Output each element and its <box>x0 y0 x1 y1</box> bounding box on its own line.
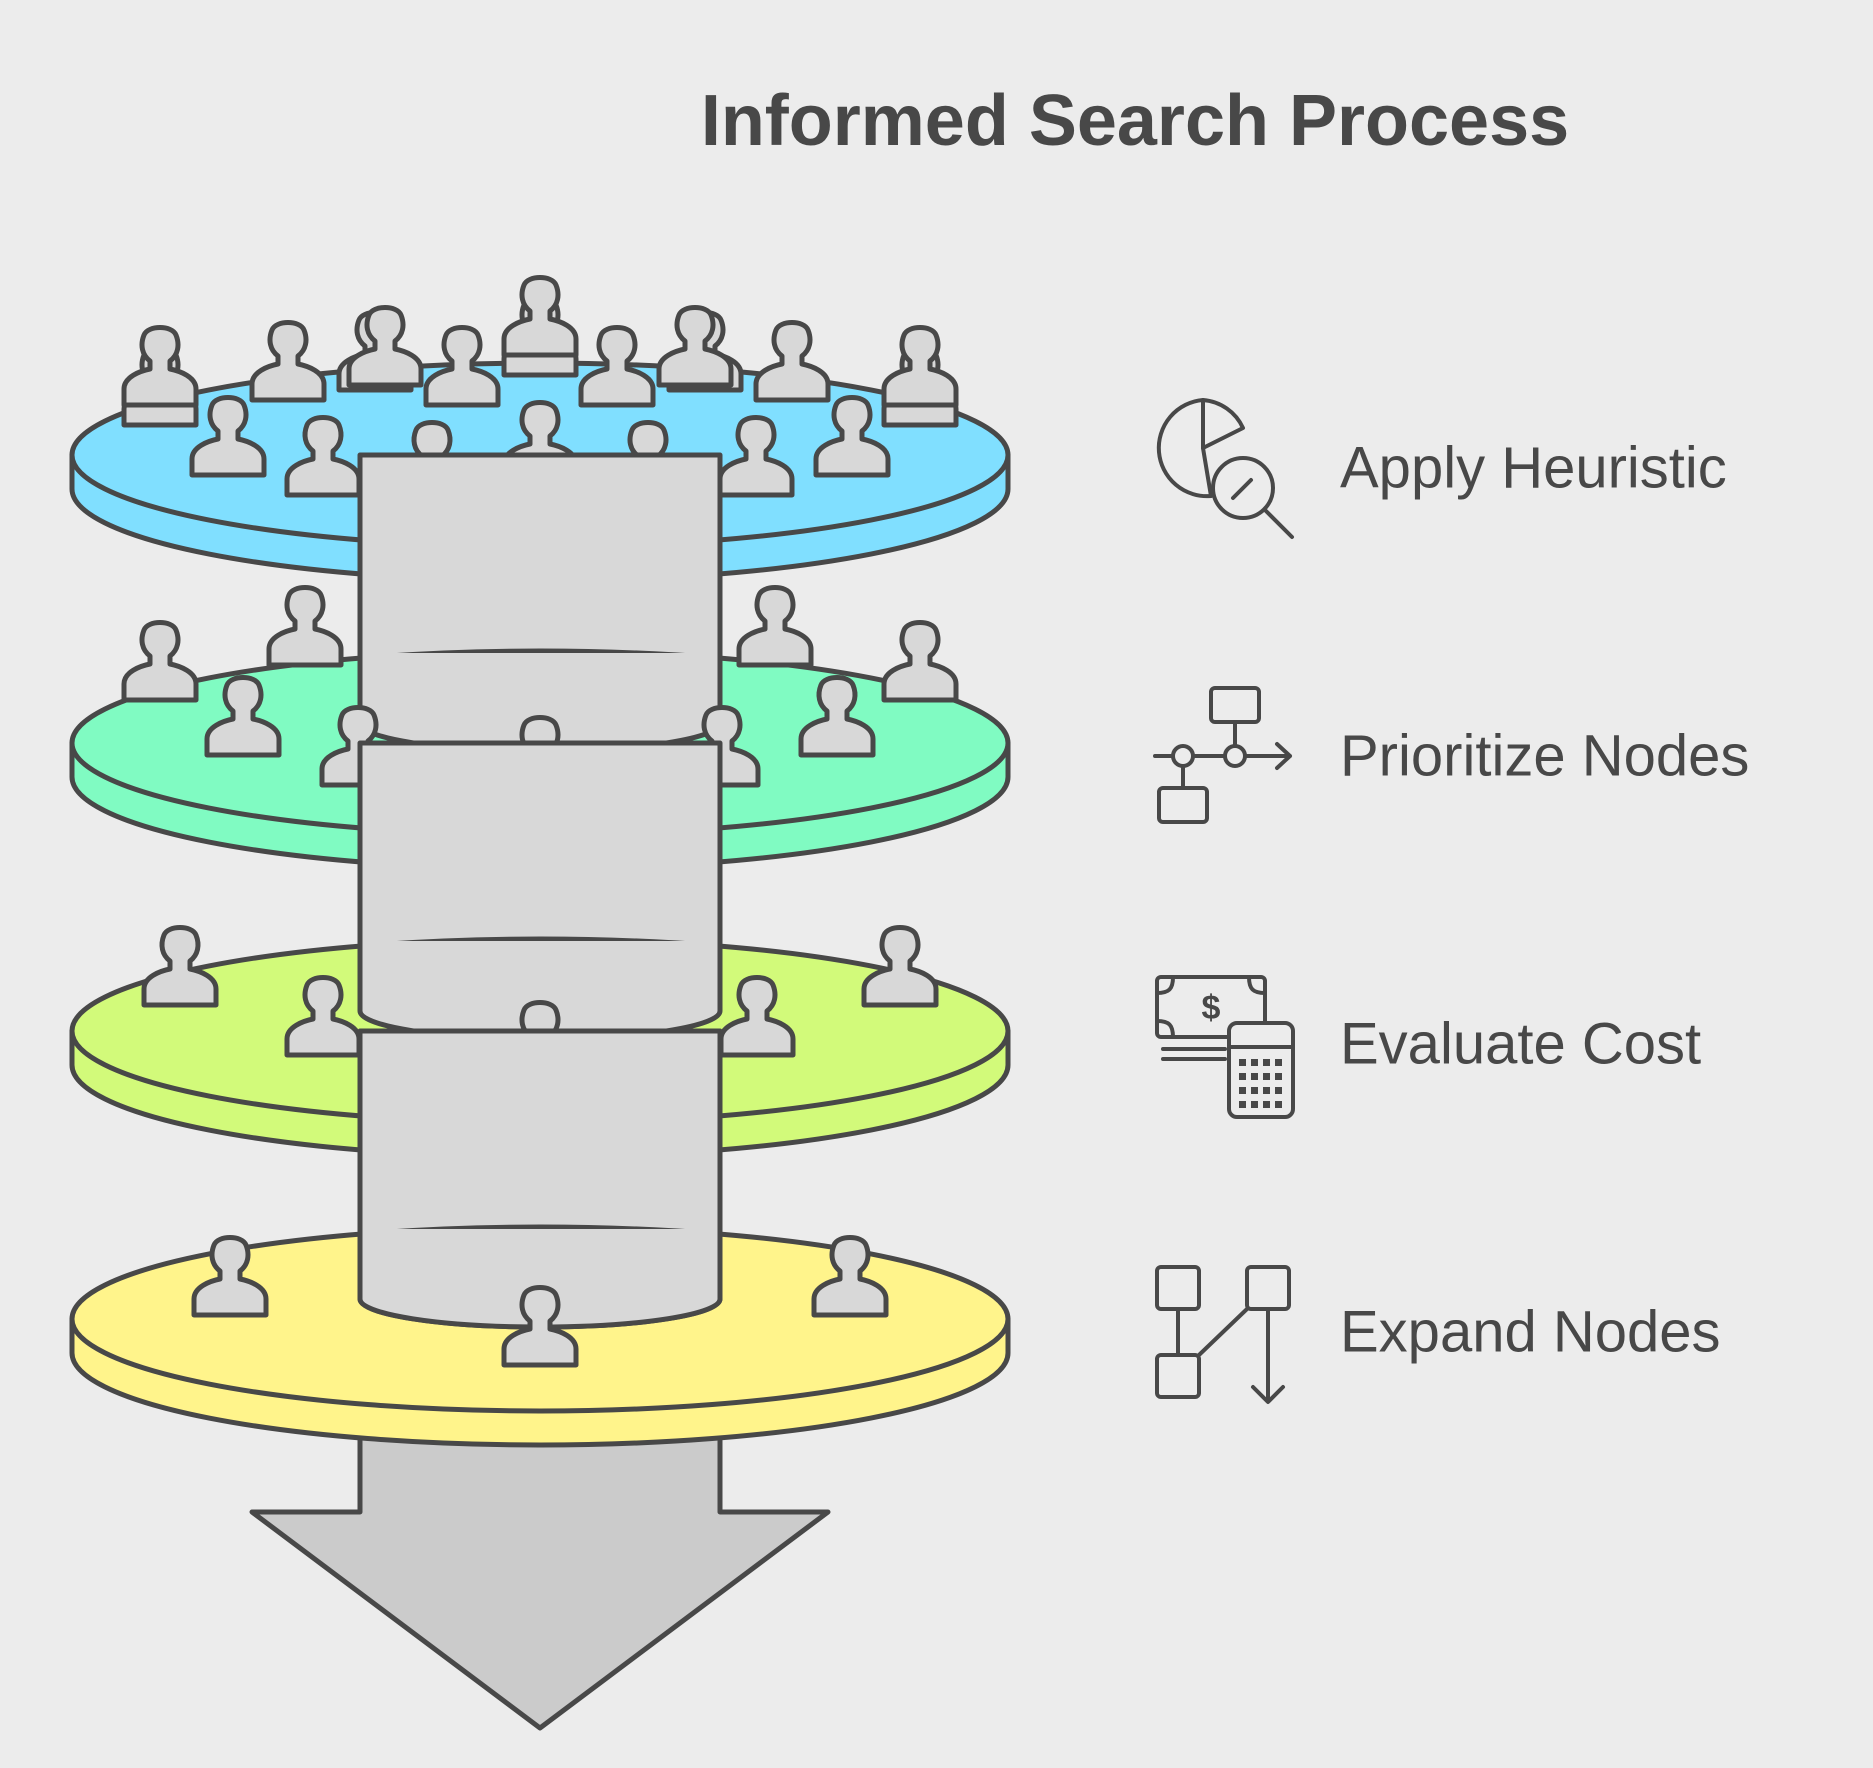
step-label-evaluate-cost: Evaluate Cost <box>1340 1011 1702 1077</box>
person-icon <box>249 320 327 403</box>
person-icon <box>284 415 362 498</box>
calc-key <box>1263 1101 1270 1108</box>
person-icon <box>191 1235 269 1318</box>
calc-key <box>1239 1073 1246 1080</box>
person-icon <box>346 305 424 388</box>
disc-tier-1 <box>69 275 1011 584</box>
person-icon <box>501 1285 579 1368</box>
person-icon <box>189 395 267 478</box>
person-icon <box>141 925 219 1008</box>
money-calculator-icon: $ <box>1155 975 1295 1119</box>
pillar-front <box>360 941 720 1039</box>
person-icon <box>753 320 831 403</box>
person-icon <box>718 975 796 1058</box>
person-icon <box>121 620 199 703</box>
calc-key <box>1251 1059 1258 1066</box>
step-label-expand-nodes: Expand Nodes <box>1340 1299 1721 1365</box>
calc-key <box>1263 1073 1270 1080</box>
person-icon <box>861 925 939 1008</box>
person-icon <box>798 675 876 758</box>
person-icon <box>266 585 344 668</box>
dollar-sign-icon: $ <box>1202 989 1221 1027</box>
calc-key <box>1263 1087 1270 1094</box>
calc-key <box>1251 1101 1258 1108</box>
calc-key <box>1263 1059 1270 1066</box>
calc-key <box>1275 1059 1282 1066</box>
calc-key <box>1251 1087 1258 1094</box>
calc-key <box>1275 1101 1282 1108</box>
person-icon <box>578 325 656 408</box>
step-label-prioritize-nodes: Prioritize Nodes <box>1340 723 1750 789</box>
disc-tier-4 <box>69 1028 1011 1448</box>
calc-key <box>1239 1087 1246 1094</box>
person-icon <box>204 675 282 758</box>
person-icon <box>881 325 959 408</box>
person-icon <box>284 975 362 1058</box>
person-icon <box>501 275 579 358</box>
down-arrow <box>249 1427 831 1731</box>
person-icon <box>656 305 734 388</box>
diagram-title: Informed Search Process <box>700 81 1570 161</box>
person-icon <box>423 325 501 408</box>
person-icon <box>121 325 199 408</box>
person-icon <box>717 415 795 498</box>
pillar-front <box>360 653 720 751</box>
calc-key <box>1239 1101 1246 1108</box>
person-icon <box>811 1235 889 1318</box>
pie-chart-magnifier-icon <box>1156 398 1294 539</box>
person-icon <box>813 395 891 478</box>
calc-key <box>1275 1073 1282 1080</box>
step-label-apply-heuristic: Apply Heuristic <box>1340 435 1727 501</box>
person-icon <box>881 620 959 703</box>
calc-key <box>1251 1073 1258 1080</box>
person-icon <box>736 585 814 668</box>
flow-nodes-icon <box>1153 686 1292 824</box>
calc-key <box>1239 1059 1246 1066</box>
calc-key <box>1275 1087 1282 1094</box>
node-expand-icon <box>1155 1265 1291 1404</box>
